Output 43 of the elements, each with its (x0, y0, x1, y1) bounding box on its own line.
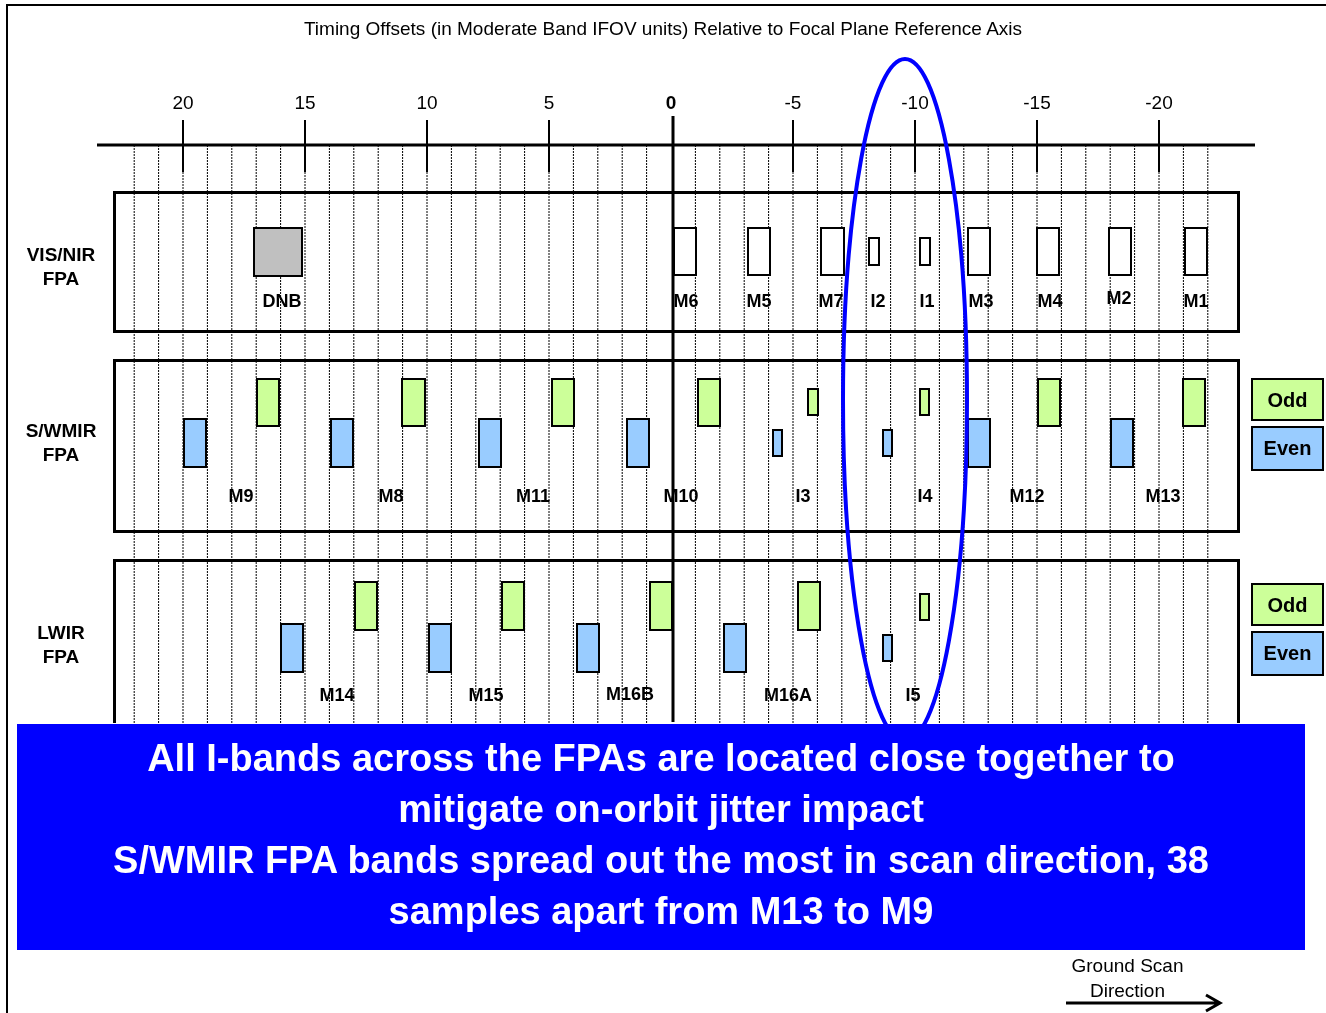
tick-label: 5 (543, 92, 555, 114)
direction-label: Ground Scan Direction (1070, 954, 1185, 1003)
band-label: I4 (917, 485, 933, 507)
legend-swatch: Odd (1251, 583, 1324, 626)
chart-title: Timing Offsets (in Moderate Band IFOV units) Relative to Focal Plane Reference Axis (303, 18, 1023, 39)
tick-label: -10 (901, 92, 929, 114)
banner-text: All I-bands across the FPAs are located close together to mitigate on-orbit jitter impact (146, 736, 1176, 832)
tick-label: 0 (665, 92, 677, 114)
band-label: M15 (468, 684, 504, 706)
band-label: I5 (905, 684, 921, 706)
panel-heading: S/WMIR FPA (24, 419, 98, 467)
band-label: M7 (818, 290, 844, 312)
band-label: M8 (378, 485, 404, 507)
band-label: M16B (606, 683, 654, 705)
band-label: M12 (1009, 485, 1045, 507)
band-label: M4 (1037, 290, 1063, 312)
panel-heading: VIS/NIR FPA (25, 243, 97, 291)
tick-label: -15 (1023, 92, 1051, 114)
band-label: M3 (968, 290, 994, 312)
band-label: M5 (746, 290, 772, 312)
tick-label: 10 (416, 92, 438, 114)
legend-swatch: Odd (1251, 378, 1324, 421)
panel-heading: LWIR FPA (36, 621, 86, 669)
band-label: M6 (673, 290, 699, 312)
band-label: M1 (1183, 290, 1209, 312)
legend-swatch: Even (1251, 426, 1324, 471)
message-banner (17, 724, 1305, 950)
band-label: I2 (870, 290, 886, 312)
tick-label: -5 (784, 92, 802, 114)
band-label: M9 (228, 485, 254, 507)
band-label: I1 (919, 290, 935, 312)
band-label: M16A (764, 684, 812, 706)
band-label: DNB (262, 290, 302, 312)
tick-label: -20 (1145, 92, 1173, 114)
band-label: M14 (319, 684, 355, 706)
band-label: I3 (795, 485, 811, 507)
legend-swatch: Even (1251, 631, 1324, 676)
band-label: M11 (516, 485, 550, 507)
tick-label: 15 (294, 92, 316, 114)
band-label: M13 (1145, 485, 1181, 507)
tick-label: 20 (172, 92, 194, 114)
banner-text: S/WMIR FPA bands spread out the most in scan direction, 38 samples apart from M13 to M9 (112, 838, 1210, 934)
band-label: M2 (1106, 287, 1132, 309)
